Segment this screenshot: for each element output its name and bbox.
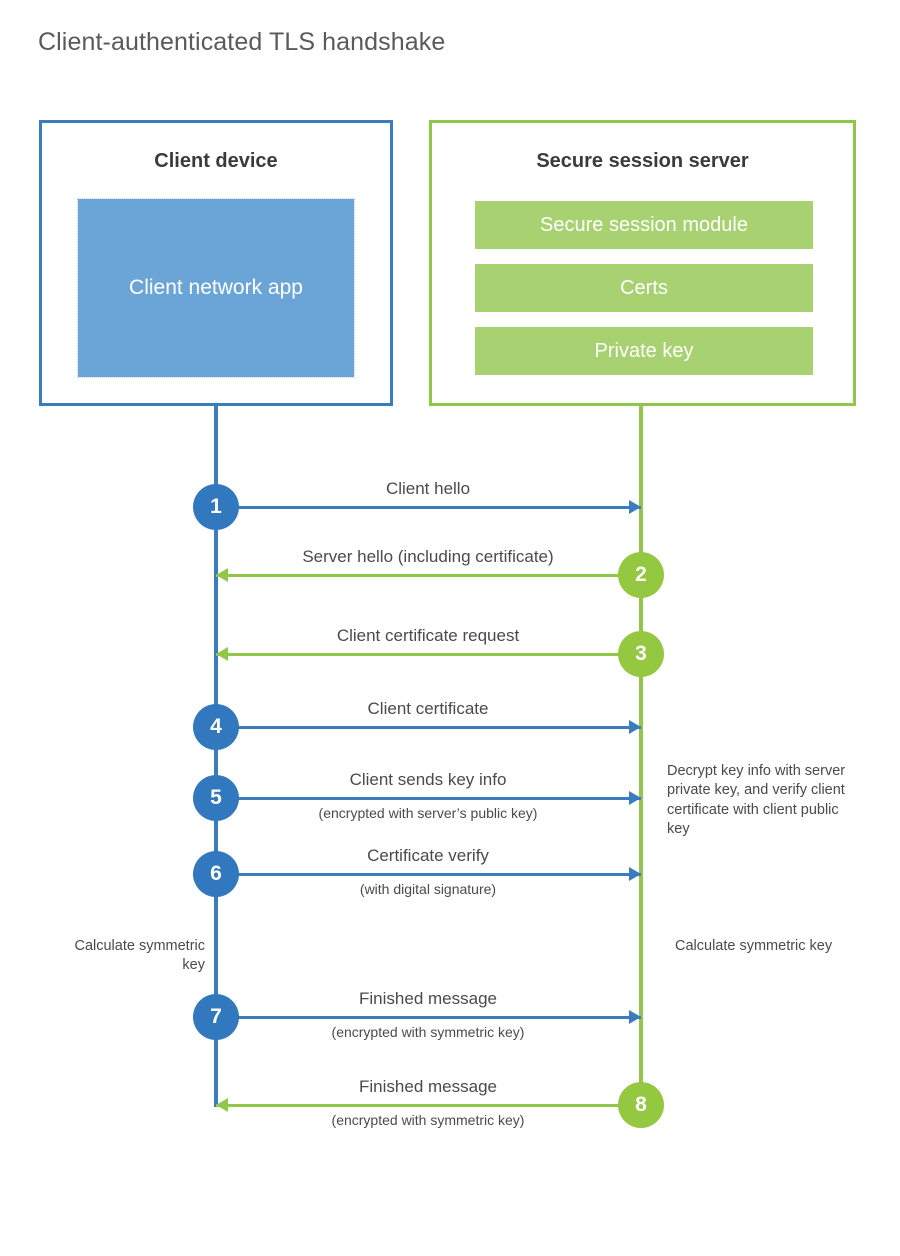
client-device-box: Client device Client network app	[39, 120, 393, 406]
page-title: Client-authenticated TLS handshake	[38, 28, 446, 56]
step-circle-6[interactable]: 6	[193, 851, 239, 897]
arrow-head-3	[216, 647, 228, 661]
message-line-7	[216, 1016, 641, 1019]
step-circle-1[interactable]: 1	[193, 484, 239, 530]
message-sublabel-7: (encrypted with symmetric key)	[331, 1024, 525, 1040]
message-sublabel-5: (encrypted with server’s public key)	[318, 805, 538, 821]
secure-session-server-box: Secure session server Secure session mod…	[429, 120, 856, 406]
message-line-5	[216, 797, 641, 800]
step-circle-3[interactable]: 3	[618, 631, 664, 677]
message-label-1: Client hello	[385, 479, 471, 498]
step-circle-7[interactable]: 7	[193, 994, 239, 1040]
arrow-head-7	[629, 1010, 641, 1024]
message-line-6	[216, 873, 641, 876]
message-sublabel-6: (with digital signature)	[359, 881, 497, 897]
arrow-head-8	[216, 1098, 228, 1112]
server-component-private-key: Private key	[475, 327, 813, 375]
client-device-title: Client device	[154, 150, 278, 172]
step-circle-5[interactable]: 5	[193, 775, 239, 821]
message-line-8	[216, 1104, 641, 1107]
arrow-head-5	[629, 791, 641, 805]
message-label-2: Server hello (including certificate)	[302, 547, 554, 566]
message-line-1	[216, 506, 641, 509]
message-label-5: Client sends key info	[349, 770, 507, 789]
message-line-3	[216, 653, 641, 656]
arrow-head-4	[629, 720, 641, 734]
server-component-certs: Certs	[475, 264, 813, 312]
note-calculate-symmetric-key-client: Calculate symmetric key	[74, 938, 205, 974]
message-label-3: Client certificate request	[336, 626, 520, 645]
arrow-head-2	[216, 568, 228, 582]
note-calculate-symmetric-key-server: Calculate symmetric key	[675, 938, 833, 954]
message-label-8: Finished message	[359, 1077, 497, 1096]
message-label-6: Certificate verify	[367, 846, 489, 865]
server-component-secure-session-module: Secure session module	[475, 201, 813, 249]
client-network-app-block: Client network app	[77, 198, 355, 378]
note-decrypt-key-info: Decrypt key info with server private key…	[667, 763, 846, 837]
secure-session-server-title: Secure session server	[536, 150, 749, 172]
arrow-head-6	[629, 867, 641, 881]
message-line-2	[216, 574, 641, 577]
server-lifeline	[639, 403, 643, 1107]
message-label-4: Client certificate	[367, 699, 489, 718]
step-circle-4[interactable]: 4	[193, 704, 239, 750]
client-lifeline	[214, 403, 218, 1107]
message-line-4	[216, 726, 641, 729]
message-sublabel-8: (encrypted with symmetric key)	[331, 1112, 525, 1128]
step-circle-8[interactable]: 8	[618, 1082, 664, 1128]
message-label-7: Finished message	[359, 989, 497, 1008]
step-circle-2[interactable]: 2	[618, 552, 664, 598]
arrow-head-1	[629, 500, 641, 514]
